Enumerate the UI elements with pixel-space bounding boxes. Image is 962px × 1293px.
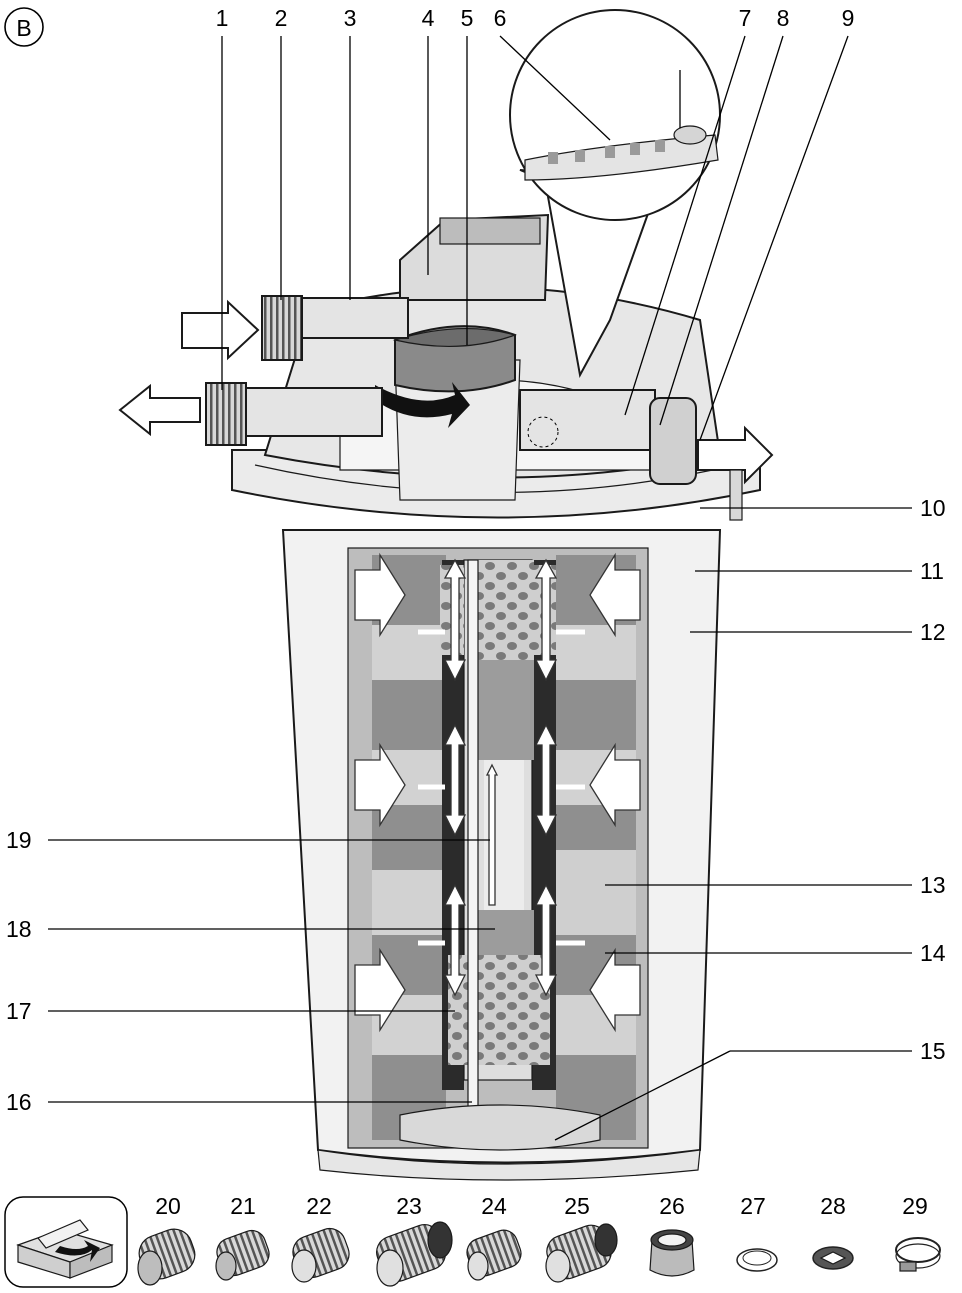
svg-text:16: 16: [6, 1089, 32, 1115]
svg-text:3: 3: [344, 5, 357, 31]
outlet-connector-left: [118, 382, 383, 446]
svg-text:18: 18: [6, 916, 32, 942]
svg-text:9: 9: [842, 5, 855, 31]
svg-text:1: 1: [216, 5, 229, 31]
union-nut-icon: [649, 1229, 695, 1277]
threaded-hose-nozzle-icon: [376, 1221, 453, 1287]
left-callouts: 19 18 17 16: [6, 827, 495, 1115]
svg-text:7: 7: [739, 5, 752, 31]
threaded-hose-nozzle-icon: [215, 1229, 270, 1281]
svg-text:26: 26: [659, 1193, 685, 1219]
svg-text:17: 17: [6, 998, 32, 1024]
svg-text:28: 28: [820, 1193, 846, 1219]
svg-text:23: 23: [396, 1193, 422, 1219]
svg-text:19: 19: [6, 827, 32, 853]
svg-text:27: 27: [740, 1193, 766, 1219]
figure-badge: B: [4, 7, 44, 47]
right-callouts: 10 11 12 13 14 15: [554, 495, 946, 1141]
svg-text:6: 6: [494, 5, 507, 31]
svg-text:4: 4: [422, 5, 435, 31]
flat-seal-ring-icon: [736, 1248, 778, 1272]
svg-text:14: 14: [920, 940, 946, 966]
svg-text:24: 24: [481, 1193, 507, 1219]
magnified-detail-view: [509, 9, 721, 448]
svg-text:B: B: [16, 15, 31, 41]
threaded-hose-nozzle-icon: [545, 1223, 618, 1283]
filter-foam-left: [372, 555, 446, 1140]
threaded-hose-nozzle-icon: [466, 1229, 522, 1281]
svg-text:8: 8: [777, 5, 790, 31]
svg-text:12: 12: [920, 619, 946, 645]
cleaning-knob: [392, 325, 517, 393]
svg-text:25: 25: [564, 1193, 590, 1219]
svg-text:10: 10: [920, 495, 946, 521]
filter-interior-cutaway: [347, 547, 649, 1151]
open-box-icon: [4, 1196, 128, 1288]
uvc-unit: [399, 213, 550, 301]
inlet-connector: [181, 295, 409, 361]
svg-text:11: 11: [920, 558, 944, 584]
hose-clamp-icon: [895, 1237, 941, 1272]
rotate-arrow-icon: [375, 382, 470, 428]
threaded-hose-nozzle-icon: [137, 1228, 196, 1286]
threaded-hose-nozzle-icon: [291, 1227, 350, 1283]
svg-text:2: 2: [275, 5, 288, 31]
svg-text:13: 13: [920, 872, 946, 898]
filter-foam-right: [556, 555, 636, 1140]
svg-text:21: 21: [230, 1193, 256, 1219]
svg-text:15: 15: [920, 1038, 946, 1064]
parts-labels: 20 21 22 23 24 25 26 27 28 29: [155, 1193, 928, 1219]
top-callouts: 1 2 3 4 5 6 7 8 9: [216, 5, 855, 441]
sealing-disc-icon: [812, 1246, 854, 1270]
svg-text:22: 22: [306, 1193, 332, 1219]
svg-text:29: 29: [902, 1193, 928, 1219]
svg-text:20: 20: [155, 1193, 181, 1219]
svg-text:5: 5: [461, 5, 474, 31]
